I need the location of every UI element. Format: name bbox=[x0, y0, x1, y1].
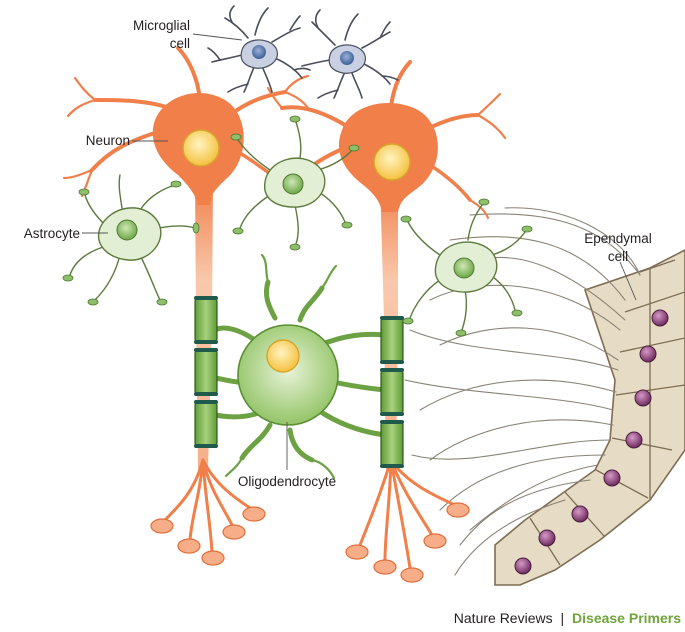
axon-terminal-bulbs-right bbox=[345, 502, 470, 583]
label-astrocyte: Astrocyte bbox=[24, 226, 80, 241]
ependymal-nucleus bbox=[538, 529, 556, 547]
ependymal-nucleus bbox=[603, 469, 621, 487]
astrocyte-nucleus bbox=[116, 219, 138, 241]
microglia-left bbox=[207, 5, 311, 93]
label-oligodendrocyte: Oligodendrocyte bbox=[238, 474, 336, 489]
footer-separator: | bbox=[561, 610, 565, 626]
label-neuron: Neuron bbox=[86, 133, 130, 148]
leader-lines bbox=[82, 33, 637, 470]
myelin-sheath bbox=[194, 349, 218, 395]
ependymal-tissue bbox=[494, 249, 685, 586]
svg-text:Nature Reviews | D: Nature Reviews | Disease Primers bbox=[454, 610, 681, 626]
myelin-sheaths-right bbox=[380, 317, 404, 467]
axon-terminals-right bbox=[358, 458, 457, 570]
footer-credit: Nature Reviews | Disease Primers bbox=[454, 610, 681, 626]
ependymal-cilia bbox=[404, 207, 641, 576]
oligodendrocyte-soma bbox=[237, 324, 339, 426]
myelin-sheath bbox=[194, 297, 218, 343]
microglia-right bbox=[301, 9, 399, 99]
neuron-nucleus bbox=[182, 129, 220, 167]
neuron-left bbox=[62, 46, 310, 205]
myelin-sheath bbox=[380, 369, 404, 415]
footer-journal: Nature Reviews bbox=[454, 610, 553, 626]
myelin-nodes-left bbox=[194, 296, 218, 448]
leader-ependymal bbox=[619, 261, 637, 301]
footer-series: Disease Primers bbox=[572, 610, 681, 626]
microglia-nucleus bbox=[252, 45, 266, 59]
axon-terminals-left bbox=[163, 458, 252, 554]
myelin-sheaths-left bbox=[194, 297, 218, 447]
astrocyte-right bbox=[400, 198, 533, 337]
ependymal-nucleus bbox=[651, 309, 669, 327]
astrocyte-nucleus bbox=[282, 173, 304, 195]
axon-terminal-bulbs-left bbox=[150, 506, 266, 566]
myelin-sheath bbox=[380, 317, 404, 363]
label-ependymal-line1: Ependymal bbox=[584, 231, 652, 246]
label-ependymal-line2: cell bbox=[608, 249, 628, 264]
oligodendrocyte-nucleus bbox=[266, 339, 300, 373]
myelin-sheath bbox=[380, 421, 404, 467]
neuron-nucleus bbox=[373, 143, 411, 181]
ependymal-nucleus bbox=[625, 431, 643, 449]
ependymal-nucleus bbox=[571, 505, 589, 523]
labels: Microglial cell Neuron Astrocyte Ependym… bbox=[24, 18, 652, 489]
oligodendrocyte bbox=[237, 324, 339, 426]
leader-microglial bbox=[192, 33, 243, 41]
label-microglial-line1: Microglial bbox=[133, 18, 190, 33]
astrocyte-nucleus bbox=[453, 257, 475, 279]
ependymal-nucleus bbox=[639, 345, 657, 363]
ependymal-nucleus bbox=[514, 557, 532, 575]
label-microglial-line2: cell bbox=[170, 36, 190, 51]
myelin-nodes-right bbox=[380, 316, 404, 468]
astrocyte-center bbox=[230, 115, 360, 251]
ependymal-layer bbox=[494, 249, 685, 586]
astrocyte-left bbox=[62, 174, 200, 306]
neuron-right bbox=[266, 60, 507, 220]
myelin-sheath bbox=[194, 401, 218, 447]
oligodendrocyte-thin-processes bbox=[224, 253, 338, 480]
ependymal-nucleus bbox=[634, 389, 652, 407]
microglia-nucleus bbox=[340, 51, 354, 65]
